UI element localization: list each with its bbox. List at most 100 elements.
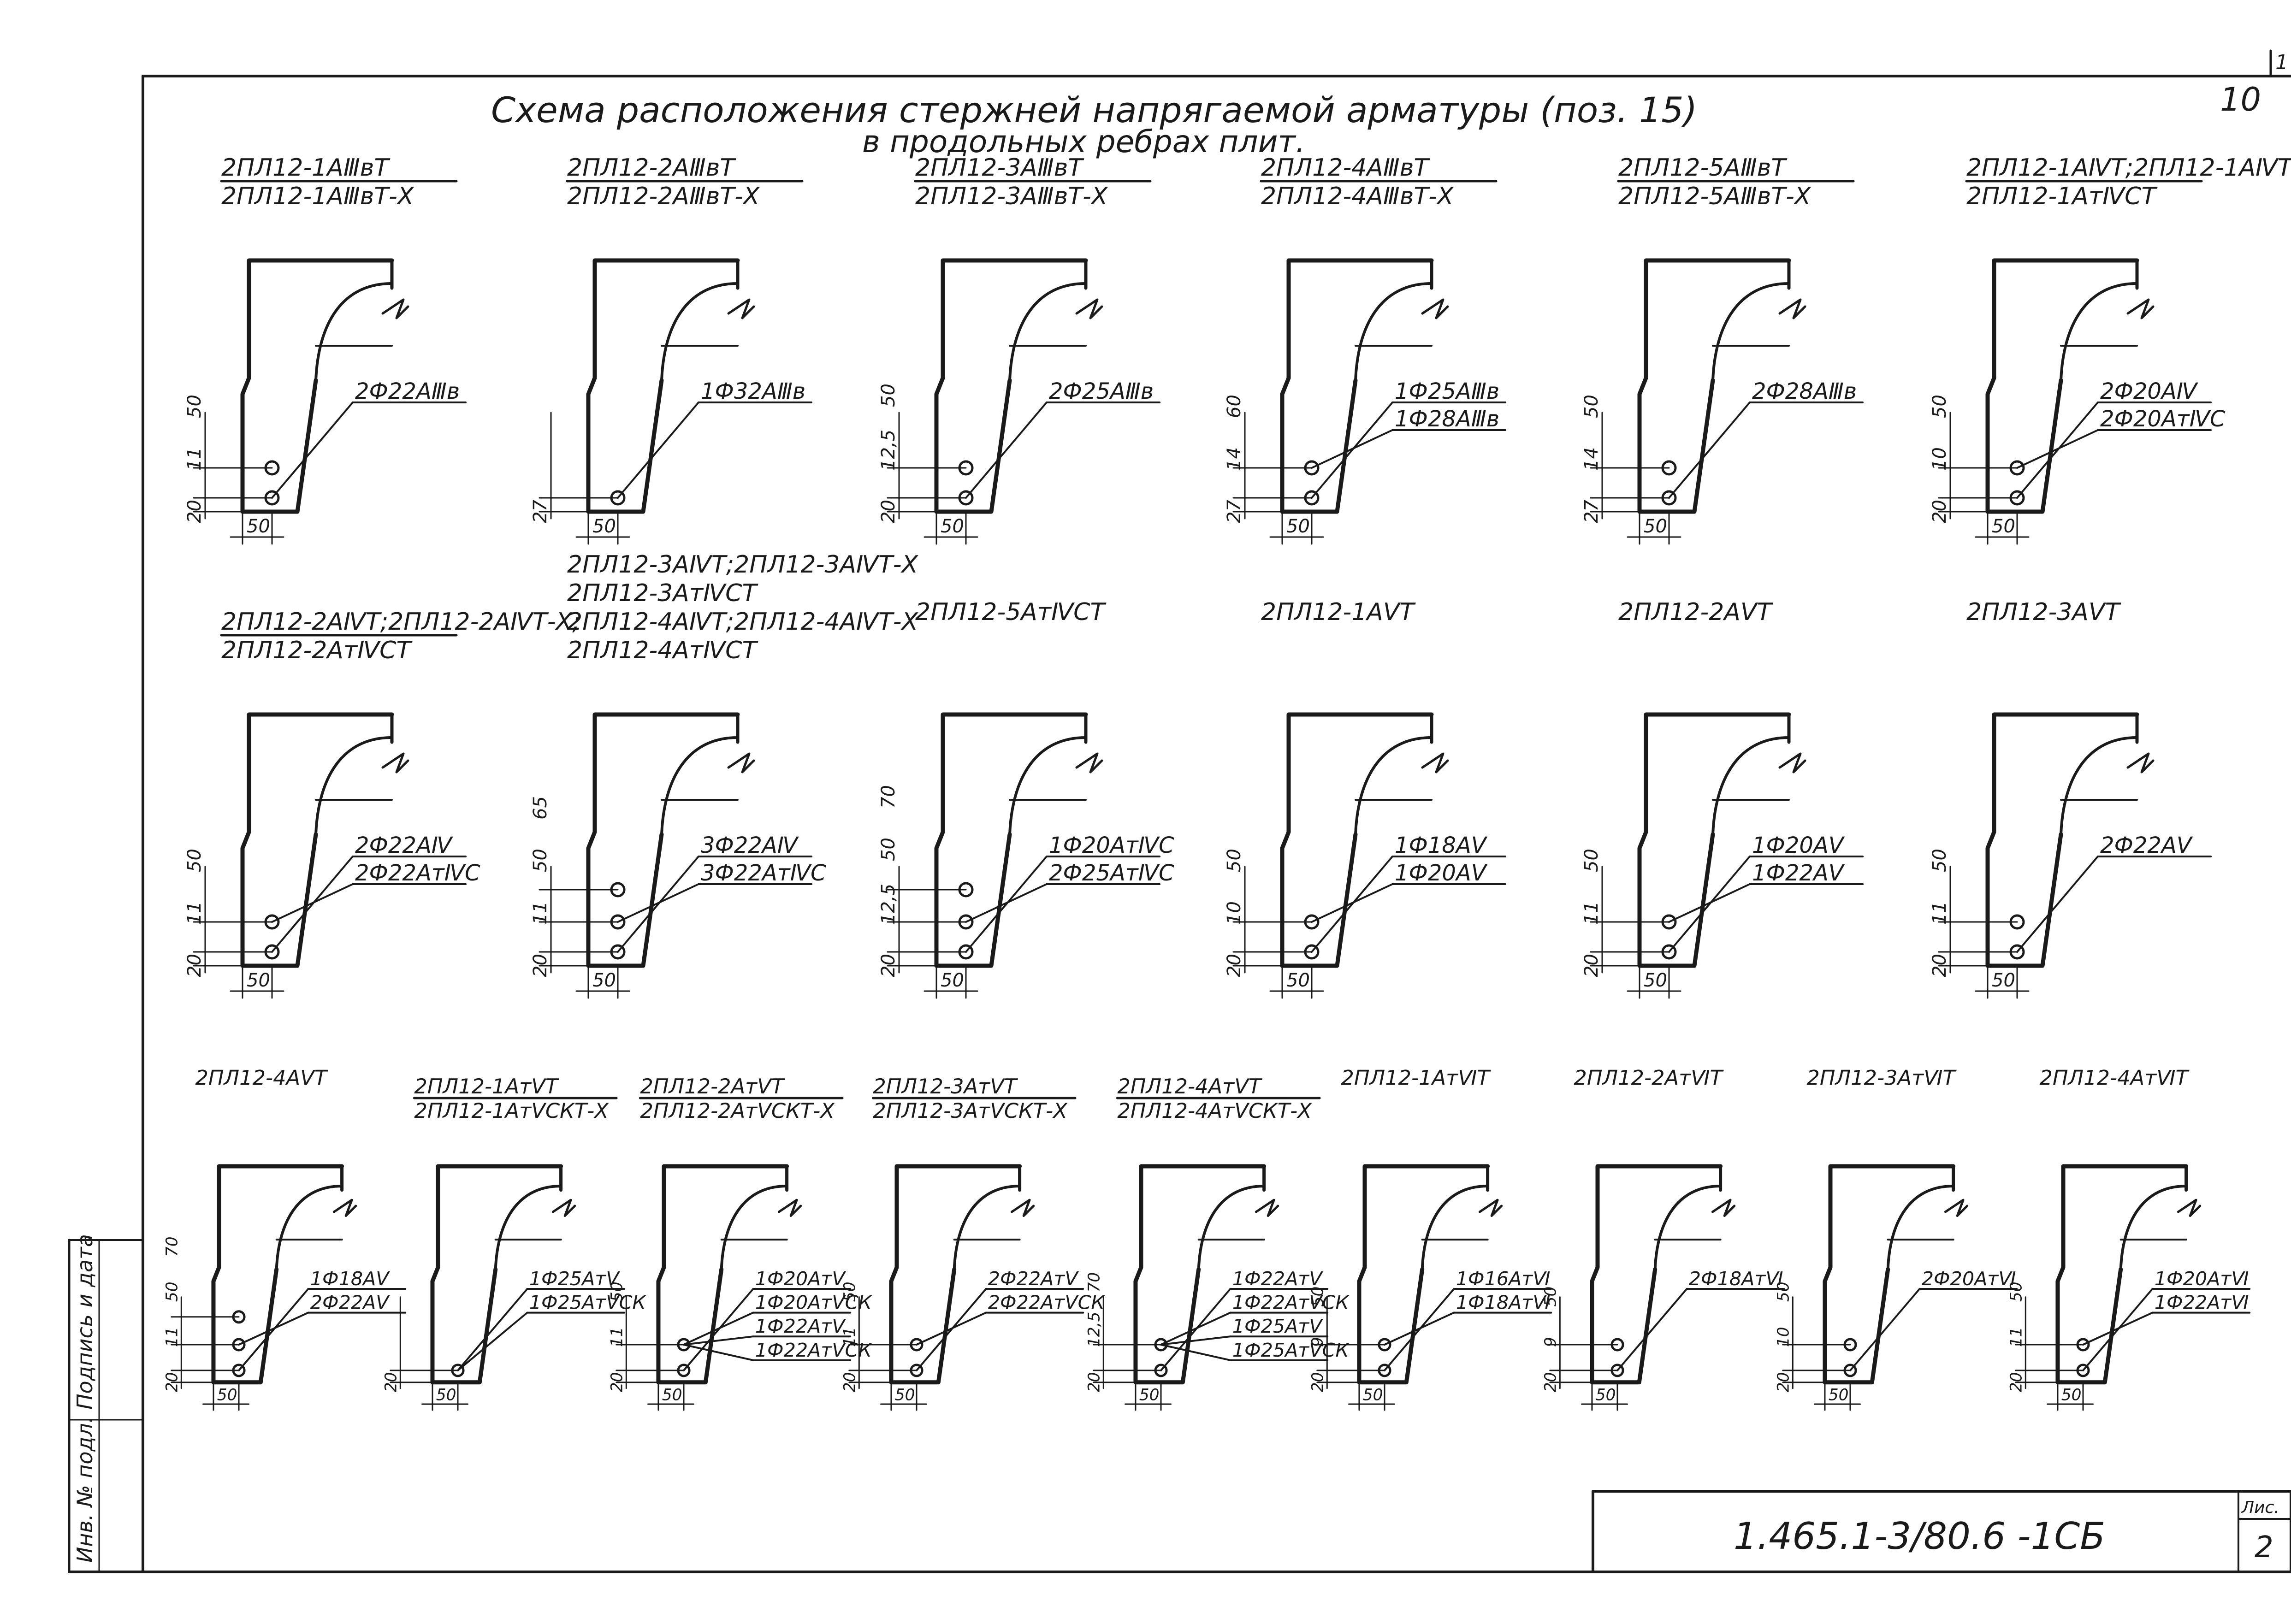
detail-caption: 2ПЛ12-3АтⅤСКТ-Х — [873, 1098, 1068, 1123]
rebar-label: 1Ф25АтⅤ — [1232, 1315, 1324, 1337]
rib-section-detail: 2ПЛ12-2АтⅤТ2ПЛ12-2АтⅤСКТ-Х1Ф20АтⅤ1Ф20АтⅤ… — [608, 1074, 872, 1411]
cover-dimension: 50 — [895, 1386, 915, 1404]
dimension-value: 20 — [382, 1372, 401, 1392]
dimension-value: 9 — [1309, 1337, 1327, 1347]
dimension-value: 50 — [530, 849, 551, 872]
cover-dimension: 50 — [1829, 1386, 1849, 1404]
rebar-label: 2Ф22АтⅤ — [988, 1268, 1079, 1290]
dimension-value: 12,5 — [878, 430, 899, 471]
detail-caption: 2ПЛ12-4АⅣТ;2ПЛ12-4АⅣТ-Х — [567, 608, 919, 636]
cover-dimension: 50 — [662, 1386, 682, 1404]
dimension-value: 11 — [841, 1327, 859, 1347]
dimension-value: 20 — [184, 500, 205, 523]
detail-caption: 2ПЛ12-3АⅢвТ-Х — [915, 183, 1108, 210]
detail-caption: 2ПЛ12-3АтⅥТ — [1806, 1066, 1957, 1090]
detail-caption: 2ПЛ12-1АтⅤТ — [414, 1074, 559, 1098]
rebar-label: 3Ф22АтⅣС — [701, 860, 826, 886]
rebar-label: 2Ф22АⅤ — [2100, 833, 2193, 858]
detail-caption: 2ПЛ12-1АⅢвТ — [221, 154, 391, 182]
dimension-value: 11 — [608, 1327, 627, 1347]
rib-section-detail: 2ПЛ12-4АтⅤТ2ПЛ12-4АтⅤСКТ-Х1Ф22АтⅤ1Ф22АтⅤ… — [1085, 1074, 1350, 1411]
dimension-value: 50 — [1309, 1287, 1327, 1307]
rib-section-detail: 2ПЛ12-1АⅣТ;2ПЛ12-1АⅣТ-2ПЛ12-1АтⅣСТ2Ф20АⅣ… — [1929, 154, 2291, 545]
rebar-label: 2Ф22АⅤ — [310, 1292, 391, 1314]
rebar-label: 2Ф22АⅢв — [355, 378, 460, 404]
drawing-designation: 1.465.1-3/80.6 -1СБ — [1734, 1515, 2105, 1558]
side-stamp: Инв. № подл. Подпись и дата — [72, 1234, 97, 1563]
sheet-number: 2 — [2255, 1530, 2273, 1565]
detail-caption: 2ПЛ12-3АⅢвТ — [915, 154, 1084, 182]
dimension-value: 9 — [1542, 1337, 1560, 1347]
dimension-value: 20 — [878, 500, 899, 523]
dimension-value: 11 — [1929, 901, 1950, 925]
detail-caption: 2ПЛ12-4АⅤТ — [195, 1066, 328, 1090]
dimension-value: 27 — [530, 500, 551, 523]
cover-dimension: 50 — [1286, 970, 1310, 991]
dimension-value: 50 — [1775, 1281, 1793, 1302]
cover-dimension: 50 — [941, 970, 964, 991]
cover-dimension: 50 — [1596, 1386, 1616, 1404]
sheet-frame — [68, 49, 2291, 1573]
dimension-value: 50 — [1224, 849, 1245, 872]
dimension-value: 27 — [1581, 500, 1602, 523]
rib-section-detail: 2ПЛ12-3АⅣТ;2ПЛ12-3АⅣТ-Х2ПЛ12-3АтⅣСТ2ПЛ12… — [530, 551, 919, 999]
dimension-value: 20 — [163, 1372, 182, 1392]
rebar-label: 1Ф22АтⅤСК — [1232, 1292, 1350, 1314]
dimension-value: 11 — [2007, 1327, 2026, 1347]
rebar-label: 2Ф22АⅣ — [355, 833, 454, 858]
rebar-label: 1Ф22АтⅤ — [1232, 1268, 1324, 1290]
detail-caption: 2ПЛ12-3АⅣТ;2ПЛ12-3АⅣТ-Х — [567, 551, 919, 579]
rebar-label: 1Ф25АⅢв — [1395, 378, 1499, 404]
rib-section-detail: 2ПЛ12-3АтⅤТ2ПЛ12-3АтⅤСКТ-Х2Ф22АтⅤ2Ф22АтⅤ… — [841, 1074, 1106, 1411]
dimension-value: 20 — [1224, 954, 1245, 977]
detail-caption: 2ПЛ12-4АтⅣСТ — [567, 637, 758, 664]
rebar-label: 1Ф25АтⅤСК — [1232, 1339, 1350, 1361]
rebar-label: 1Ф20АⅤ — [1752, 833, 1845, 858]
rebar-label: 1Ф28АⅢв — [1395, 406, 1499, 432]
dimension-value: 12,5 — [878, 884, 899, 925]
rebar-label: 1Ф20АⅤ — [1395, 860, 1488, 886]
title-block — [1592, 1490, 2291, 1573]
rib-section-detail: 2ПЛ12-4АⅢвТ2ПЛ12-4АⅢвТ-Х1Ф25АⅢв1Ф28АⅢв27… — [1224, 154, 1506, 545]
dimension-value: 10 — [1929, 447, 1950, 471]
detail-caption: 2ПЛ12-1АⅢвТ-Х — [221, 183, 414, 210]
rebar-label: 1Ф20АтⅤ — [755, 1268, 847, 1290]
dimension-value: 20 — [1309, 1372, 1327, 1392]
rebar-label: 2Ф22АтⅤСК — [988, 1292, 1106, 1314]
dimension-value: 27 — [1224, 500, 1245, 523]
detail-caption: 2ПЛ12-3АⅤТ — [1966, 598, 2121, 626]
detail-caption: 2ПЛ12-1АтⅤСКТ-Х — [414, 1098, 609, 1123]
detail-caption: 2ПЛ12-1АⅣТ;2ПЛ12-1АⅣТ- — [1966, 154, 2291, 182]
dimension-value: 20 — [1085, 1372, 1104, 1392]
detail-caption: 2ПЛ12-4АтⅥТ — [2039, 1066, 2190, 1090]
detail-caption: 2ПЛ12-2АтⅥТ — [1574, 1066, 1724, 1090]
cover-dimension: 50 — [2061, 1386, 2082, 1404]
detail-caption: 2ПЛ12-4АтⅤТ — [1117, 1074, 1262, 1098]
dimension-value: 20 — [1581, 954, 1602, 977]
dimension-value: 11 — [184, 447, 205, 471]
cover-dimension: 50 — [217, 1386, 237, 1404]
rebar-label: 1Ф20АтⅥ — [2155, 1268, 2249, 1290]
cover-dimension: 50 — [592, 516, 616, 537]
rebar-label: 2Ф28АⅢв — [1752, 378, 1857, 404]
drawing-title: Схема расположения стержней напрягаемой … — [491, 89, 1697, 130]
dimension-value: 20 — [878, 954, 899, 977]
dimension-value: 50 — [878, 838, 899, 861]
cover-dimension: 50 — [247, 970, 270, 991]
dimension-value: 14 — [1581, 447, 1602, 471]
rib-section-detail: 2ПЛ12-2АⅣТ;2ПЛ12-2АⅣТ-Х;2ПЛ12-2АтⅣСТ2Ф22… — [184, 608, 580, 999]
cover-dimension: 50 — [592, 970, 616, 991]
detail-caption: 2ПЛ12-3АтⅣСТ — [567, 579, 758, 607]
cover-dimension: 50 — [1286, 516, 1310, 537]
cover-dimension: 50 — [941, 516, 964, 537]
cover-dimension: 50 — [1992, 516, 2015, 537]
rebar-label: 1Ф20АтⅣС — [1049, 833, 1174, 858]
dimension-value: 11 — [530, 901, 551, 925]
cover-dimension: 50 — [1139, 1386, 1160, 1404]
rebar-label: 1Ф18АтⅥ — [1456, 1292, 1551, 1314]
detail-caption: 2ПЛ12-5АтⅣСТ — [915, 598, 1107, 626]
